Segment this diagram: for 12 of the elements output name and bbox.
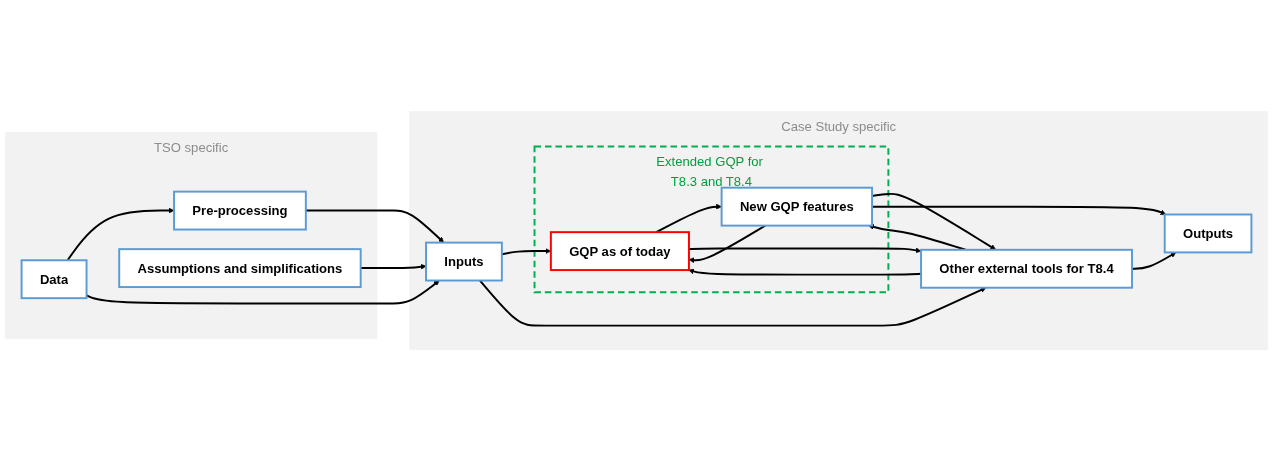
node-box: New GQP features: [720, 187, 874, 228]
node-box: Pre-processing: [173, 191, 307, 231]
arrow: [66, 208, 175, 262]
arrow: [868, 224, 967, 252]
node-box: Outputs: [1163, 214, 1253, 254]
node-box: Data: [20, 259, 88, 300]
arrow: [655, 204, 722, 234]
node-box: Assumptions and simplifications: [118, 248, 362, 289]
arrow: [479, 280, 987, 328]
node-box: Other external tools for T8.4: [920, 249, 1133, 290]
node-box: Inputs: [425, 242, 503, 282]
node-box: GQP as of today: [549, 231, 690, 272]
